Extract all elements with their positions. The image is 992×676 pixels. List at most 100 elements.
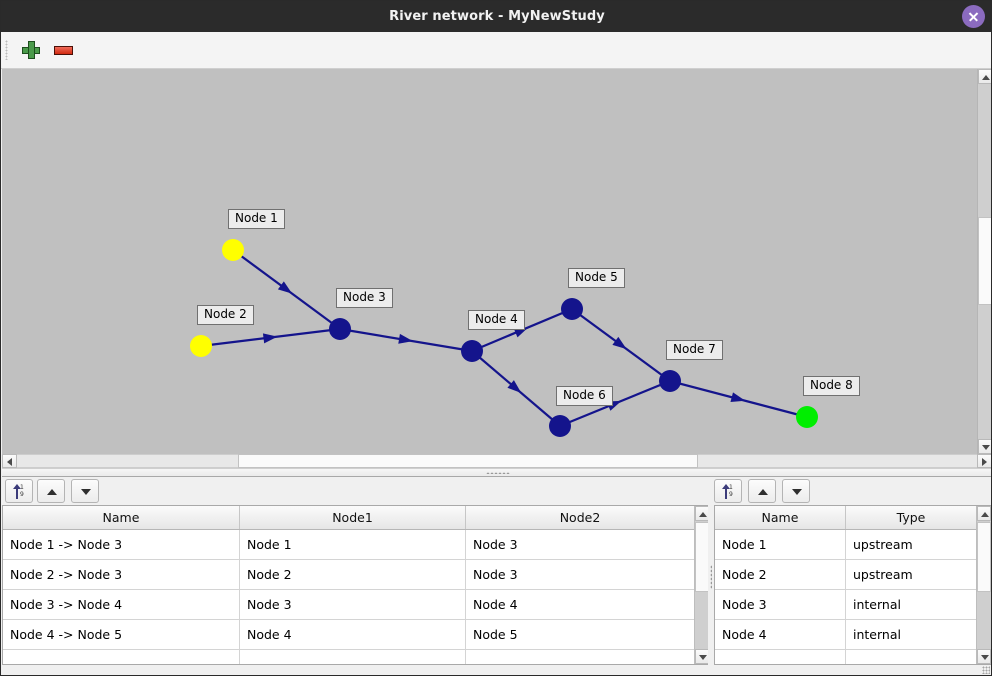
- table-cell[interactable]: Node 3: [715, 590, 846, 619]
- graph-hscroll-thumb[interactable]: [238, 454, 698, 468]
- graph-node[interactable]: [796, 406, 818, 428]
- branch-scroll-thumb[interactable]: [695, 522, 709, 592]
- table-cell[interactable]: upstream: [846, 560, 977, 589]
- window-resize-grip[interactable]: [982, 666, 990, 674]
- arrow-down-icon: [81, 489, 91, 495]
- graph-vscroll-thumb[interactable]: [978, 217, 991, 305]
- node-scroll-thumb[interactable]: [977, 522, 991, 592]
- table-cell[interactable]: Node 2: [715, 560, 846, 589]
- column-header[interactable]: Node1: [240, 506, 466, 529]
- graph-node-label[interactable]: Node 8: [803, 376, 860, 396]
- table-cell[interactable]: Node 2 -> Node 3: [3, 560, 240, 589]
- graph-node[interactable]: [222, 239, 244, 261]
- branch-move-up-button[interactable]: [37, 479, 65, 503]
- vertical-splitter[interactable]: [708, 477, 714, 675]
- table-cell[interactable]: [466, 650, 695, 664]
- network-canvas[interactable]: Node 1 Node 2 Node 3 Node 4 Node 5 Node 6 Node…: [2, 69, 977, 454]
- column-header[interactable]: Node2: [466, 506, 695, 529]
- table-cell[interactable]: Node 5: [466, 620, 695, 649]
- scroll-right-button[interactable]: [977, 454, 991, 468]
- chevron-up-icon: [982, 75, 990, 80]
- scroll-up-button[interactable]: [978, 69, 991, 84]
- table-row[interactable]: [3, 650, 695, 664]
- graph-node-label[interactable]: Node 4: [468, 310, 525, 330]
- graph-node[interactable]: [561, 298, 583, 320]
- branch-table-scrollbar[interactable]: [694, 506, 709, 664]
- table-cell[interactable]: [240, 650, 466, 664]
- table-cell[interactable]: Node 1 -> Node 3: [3, 530, 240, 559]
- table-cell[interactable]: Node 2: [240, 560, 466, 589]
- graph-node[interactable]: [659, 370, 681, 392]
- add-node-button[interactable]: [21, 41, 41, 59]
- splitter-grip: [710, 565, 712, 589]
- graph-node[interactable]: [329, 318, 351, 340]
- table-cell[interactable]: Node 3: [466, 530, 695, 559]
- graph-node-label[interactable]: Node 1: [228, 209, 285, 229]
- horizontal-splitter[interactable]: [2, 469, 991, 477]
- branch-scroll-down-button[interactable]: [695, 649, 709, 664]
- table-cell[interactable]: Node 4 -> Node 5: [3, 620, 240, 649]
- branch-scroll-up-button[interactable]: [695, 506, 709, 521]
- table-cell[interactable]: upstream: [846, 530, 977, 559]
- chevron-down-icon: [982, 445, 990, 450]
- graph-horizontal-scrollbar[interactable]: [2, 454, 991, 469]
- table-cell[interactable]: Node 3: [240, 590, 466, 619]
- graph-vertical-scrollbar[interactable]: [977, 69, 991, 454]
- hscroll-track-left[interactable]: [17, 454, 238, 468]
- edge-arrow-icon: [507, 380, 522, 394]
- graph-node-label[interactable]: Node 3: [336, 288, 393, 308]
- scroll-down-button[interactable]: [978, 439, 991, 454]
- graph-node-label[interactable]: Node 7: [666, 340, 723, 360]
- table-cell[interactable]: internal: [846, 590, 977, 619]
- branch-move-down-button[interactable]: [71, 479, 99, 503]
- table-cell[interactable]: Node 1: [240, 530, 466, 559]
- table-cell[interactable]: Node 4: [240, 620, 466, 649]
- hscroll-track-right[interactable]: [698, 454, 977, 468]
- table-cell[interactable]: Node 1: [715, 530, 846, 559]
- node-table-scrollbar[interactable]: [976, 506, 991, 664]
- node-move-up-button[interactable]: [748, 479, 776, 503]
- edge-arrow-icon: [398, 333, 413, 344]
- table-cell[interactable]: [846, 650, 977, 664]
- column-header[interactable]: Type: [846, 506, 977, 529]
- table-cell[interactable]: Node 4: [715, 620, 846, 649]
- graph-node-label[interactable]: Node 6: [556, 386, 613, 406]
- table-row[interactable]: [715, 650, 977, 664]
- node-scroll-up-button[interactable]: [977, 506, 991, 521]
- table-cell[interactable]: Node 3 -> Node 4: [3, 590, 240, 619]
- arrow-down-icon: [792, 489, 802, 495]
- table-cell[interactable]: Node 3: [466, 560, 695, 589]
- window-title: River network - MyNewStudy: [389, 9, 605, 24]
- table-cell[interactable]: [715, 650, 846, 664]
- toolbar-drag-handle[interactable]: [5, 40, 8, 60]
- graph-node-label[interactable]: Node 2: [197, 305, 254, 325]
- table-cell[interactable]: internal: [846, 620, 977, 649]
- graph-node-label[interactable]: Node 5: [568, 268, 625, 288]
- close-icon[interactable]: [962, 5, 985, 28]
- node-scroll-down-button[interactable]: [977, 649, 991, 664]
- node-move-down-button[interactable]: [782, 479, 810, 503]
- delete-node-button[interactable]: [54, 41, 74, 59]
- table-cell[interactable]: Node 4: [466, 590, 695, 619]
- scroll-left-button[interactable]: [2, 454, 17, 468]
- table-cell[interactable]: [3, 650, 240, 664]
- column-header[interactable]: Name: [715, 506, 846, 529]
- graph-node[interactable]: [190, 335, 212, 357]
- graph-node[interactable]: [549, 415, 571, 437]
- graph-node[interactable]: [461, 340, 483, 362]
- column-header[interactable]: Name: [3, 506, 240, 529]
